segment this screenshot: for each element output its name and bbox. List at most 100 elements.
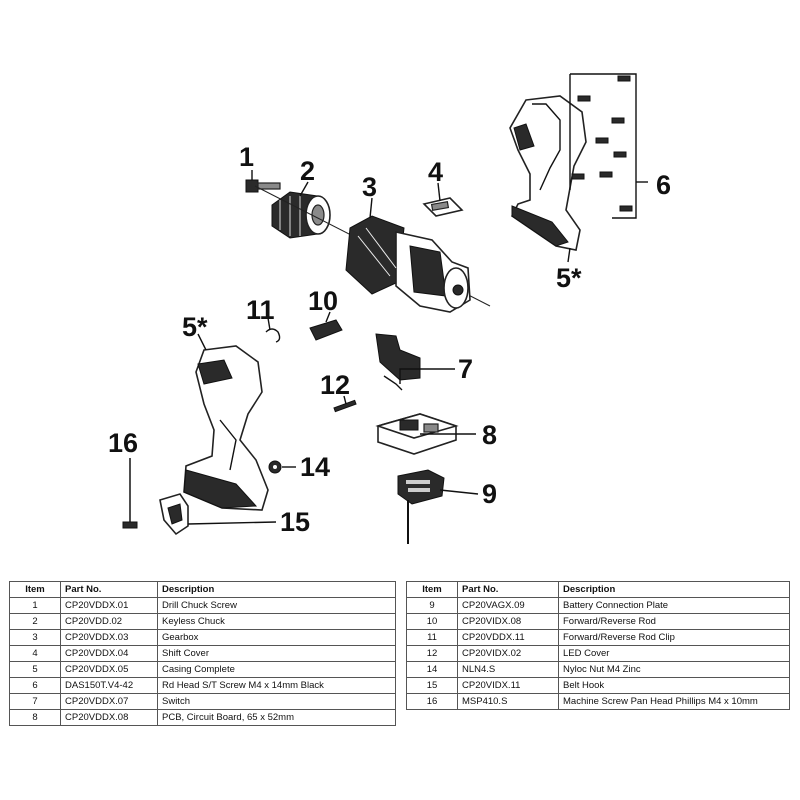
cell-description: PCB, Circuit Board, 65 x 52mm	[157, 709, 396, 726]
cell-item: 9	[406, 597, 458, 614]
part-9-battery-connection-plate	[397, 469, 445, 544]
header-item: Item	[9, 581, 61, 598]
part-4-shift-cover	[422, 197, 464, 217]
cell-description: Machine Screw Pan Head Phillips M4 x 10m…	[558, 693, 790, 710]
cell-description: Switch	[157, 693, 396, 710]
cell-part-no: CP20VDDX.01	[60, 597, 158, 614]
cell-description: Rd Head S/T Screw M4 x 14mm Black	[157, 677, 396, 694]
cell-description: Casing Complete	[157, 661, 396, 678]
part-6-screw-set	[569, 73, 648, 219]
cell-part-no: CP20VIDX.02	[457, 645, 559, 662]
cell-part-no: CP20VDDX.08	[60, 709, 158, 726]
cell-item: 3	[9, 629, 61, 646]
part-5-casing-half-upper	[509, 95, 587, 251]
cell-item: 1	[9, 597, 61, 614]
part-5-casing-half-lower	[183, 345, 269, 511]
cell-item: 10	[406, 613, 458, 630]
cell-description: Battery Connection Plate	[558, 597, 790, 614]
callout-5-upper: 5*	[556, 263, 582, 293]
cell-item: 4	[9, 645, 61, 662]
cell-description: Forward/Reverse Rod	[558, 613, 790, 630]
part-2-keyless-chuck	[271, 191, 331, 239]
cell-part-no: MSP410.S	[457, 693, 559, 710]
header-part-no: Part No.	[457, 581, 559, 598]
callout-7: 7	[458, 354, 473, 384]
cell-item: 11	[406, 629, 458, 646]
cell-description: Shift Cover	[157, 645, 396, 662]
cell-description: LED Cover	[558, 645, 790, 662]
table-header-row: Item Part No. Description	[9, 581, 396, 598]
callout-5-lower: 5*	[182, 312, 208, 342]
cell-item: 5	[9, 661, 61, 678]
header-description: Description	[157, 581, 396, 598]
part-12-led-cover	[333, 399, 357, 413]
header-item: Item	[406, 581, 458, 598]
callout-8: 8	[482, 420, 497, 450]
cell-item: 6	[9, 677, 61, 694]
part-10-forward-reverse-rod	[309, 319, 343, 341]
callout-10: 10	[308, 286, 338, 316]
cell-item: 16	[406, 693, 458, 710]
callout-16: 16	[108, 428, 138, 458]
cell-description: Keyless Chuck	[157, 613, 396, 630]
part-16-machine-screw	[122, 458, 138, 529]
part-11-rod-clip	[265, 328, 281, 343]
cell-item: 15	[406, 677, 458, 694]
header-description: Description	[558, 581, 790, 598]
callout-2: 2	[300, 156, 315, 186]
cell-part-no: CP20VDD.02	[60, 613, 158, 630]
callout-1: 1	[239, 142, 254, 172]
cell-item: 2	[9, 613, 61, 630]
cell-description: Gearbox	[157, 629, 396, 646]
part-15-belt-hook	[159, 493, 189, 536]
callout-11: 11	[246, 295, 275, 325]
leader-lines	[187, 170, 571, 525]
cell-part-no: NLN4.S	[457, 661, 559, 678]
cell-item: 7	[9, 693, 61, 710]
cell-description: Nyloc Nut M4 Zinc	[558, 661, 790, 678]
cell-part-no: CP20VDDX.05	[60, 661, 158, 678]
cell-part-no: CP20VDDX.11	[457, 629, 559, 646]
cell-description: Belt Hook	[558, 677, 790, 694]
cell-description: Drill Chuck Screw	[157, 597, 396, 614]
callout-15: 15	[280, 507, 310, 537]
part-8-pcb-circuit-board	[375, 413, 459, 455]
callout-14: 14	[300, 452, 330, 482]
cell-item: 14	[406, 661, 458, 678]
cell-part-no: CP20VAGX.09	[457, 597, 559, 614]
part-3-gearbox	[254, 185, 491, 313]
cell-part-no: DAS150T.V4-42	[60, 677, 158, 694]
cell-item: 12	[406, 645, 458, 662]
table-header-row: Item Part No. Description	[406, 581, 790, 598]
callout-3: 3	[362, 172, 377, 202]
callout-9: 9	[482, 479, 497, 509]
callout-6: 6	[656, 170, 671, 200]
cell-part-no: CP20VIDX.08	[457, 613, 559, 630]
cell-part-no: CP20VDDX.03	[60, 629, 158, 646]
callout-4: 4	[428, 157, 443, 187]
cell-description: Forward/Reverse Rod Clip	[558, 629, 790, 646]
part-7-switch	[375, 333, 421, 391]
header-part-no: Part No.	[60, 581, 158, 598]
cell-part-no: CP20VIDX.11	[457, 677, 559, 694]
exploded-parts-diagram: 1 2 3 4 5* 6 5* 11 10 7 12 8 16 14 9 15	[108, 73, 671, 544]
cell-item: 8	[9, 709, 61, 726]
